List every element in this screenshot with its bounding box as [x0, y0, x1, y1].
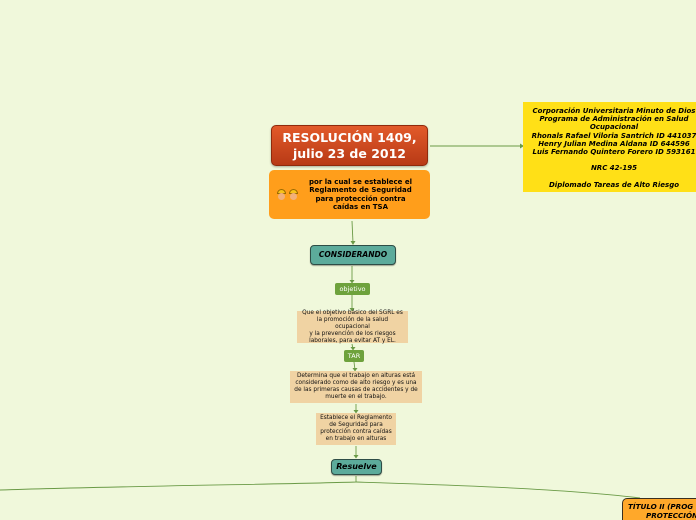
- info-line: Programa de Administración en Salud: [539, 115, 689, 124]
- arrow-tar-text: [352, 368, 358, 372]
- tar-text-node[interactable]: Determina que el trabajo en alturas está…: [290, 371, 422, 403]
- objetivo-line: la promoción de la salud ocupacional: [316, 316, 389, 330]
- objetivo-label: objetivo: [339, 285, 366, 293]
- link-resuelve-right-branch: [355, 481, 641, 499]
- tar-line: muerte en el trabajo.: [325, 394, 387, 400]
- resuelve-node[interactable]: Resuelve: [331, 459, 382, 475]
- construction-workers-icon: [269, 188, 305, 201]
- objetivo-text: Que el objetivo básico del SGRL es la pr…: [301, 310, 404, 345]
- resolution-title-line2: julio 23 de 2012: [292, 146, 406, 161]
- resolution-purpose-text: por la cual se establece el Reglamento d…: [305, 178, 430, 212]
- tar-line: de las primeras causas de accidentes y d…: [294, 387, 418, 393]
- purpose-line: Reglamento de Seguridad: [309, 186, 412, 194]
- reglamento-text-node[interactable]: Establece el Reglamento de Seguridad par…: [316, 413, 396, 445]
- info-line: Diplomado Tareas de Alto Riesgo: [548, 180, 680, 189]
- authors-info-node[interactable]: Corporación Universitaria Minuto de Dios…: [523, 102, 696, 192]
- objetivo-line: Que el objetivo básico del SGRL es: [302, 309, 403, 316]
- objetivo-text-node[interactable]: Que el objetivo básico del SGRL es la pr…: [297, 310, 408, 345]
- reglamento-line: Establece el Reglamento: [320, 415, 392, 421]
- resolution-title-node[interactable]: RESOLUCIÓN 1409, julio 23 de 2012: [271, 125, 428, 166]
- link-resuelve-left-branch: [0, 476, 357, 491]
- reglamento-line: protección contra caídas: [320, 429, 392, 435]
- objetivo-line: y la prevención de los riesgos: [309, 330, 396, 337]
- info-line: Corporación Universitaria Minuto de Dios: [532, 107, 696, 115]
- tar-label-node[interactable]: TAR: [344, 350, 364, 362]
- resuelve-label: Resuelve: [336, 462, 377, 471]
- arrow-objetivo: [349, 280, 355, 284]
- info-line: Luis Fernando Quintero Forero ID 593161: [532, 148, 696, 157]
- reglamento-text: Establece el Reglamento de Seguridad par…: [320, 415, 392, 443]
- info-line: Rhonals Rafael Viloria Santrich ID 44103…: [531, 131, 696, 140]
- titulo-ii-node[interactable]: TÍTULO II (PROG PROTECCIÓN: [622, 498, 696, 520]
- arrow-info: [520, 143, 524, 149]
- tar-text: Determina que el trabajo en alturas está…: [294, 373, 417, 401]
- considerando-node[interactable]: CONSIDERANDO: [310, 245, 396, 265]
- arrow-reglamento: [353, 410, 359, 414]
- info-line: Henry Julian Medina Aldana ID 644596: [538, 139, 690, 148]
- objetivo-line: laborales, para evitar AT y EL.: [309, 337, 396, 344]
- tar-line: considerado como de alto riesgo y es una: [295, 380, 417, 386]
- resolution-purpose-node[interactable]: por la cual se establece el Reglamento d…: [269, 170, 430, 219]
- info-line: [525, 173, 696, 181]
- tar-line: Determina que el trabajo en alturas está: [296, 373, 416, 379]
- purpose-line: para protección contra: [315, 194, 406, 203]
- titulo-ii-line: PROTECCIÓN: [646, 510, 696, 520]
- link-subtitle-to-considerando: [351, 220, 354, 244]
- purpose-line: caídas en TSA: [332, 203, 388, 211]
- info-line: [525, 156, 696, 164]
- tar-label: TAR: [347, 352, 361, 360]
- info-line: NRC 42-195: [590, 164, 638, 173]
- resolution-title-line1: RESOLUCIÓN 1409,: [282, 130, 417, 145]
- reglamento-line: en trabajo en alturas: [325, 436, 387, 442]
- info-line: Ocupacional: [589, 123, 639, 132]
- arrow-objetivo-text: [349, 308, 355, 312]
- reglamento-line: de Seguridad para: [329, 422, 383, 428]
- arrow-tar: [350, 347, 356, 351]
- arrow-considerando: [350, 241, 356, 245]
- objetivo-label-node[interactable]: objetivo: [335, 283, 370, 295]
- considerando-label: CONSIDERANDO: [318, 250, 388, 259]
- purpose-line: por la cual se establece el: [309, 177, 412, 186]
- titulo-ii-line: TÍTULO II (PROG: [628, 502, 694, 511]
- arrow-resuelve: [353, 455, 359, 459]
